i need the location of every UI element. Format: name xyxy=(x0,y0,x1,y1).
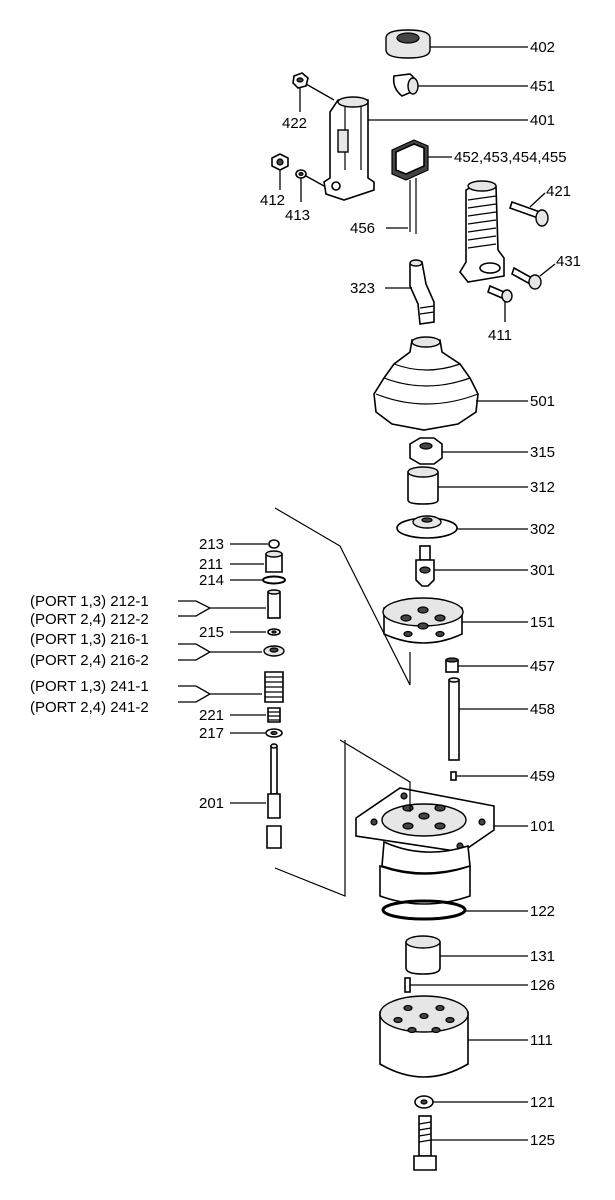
callout-201: 201 xyxy=(199,795,224,812)
callout-301: 301 xyxy=(530,562,555,579)
callout-459: 459 xyxy=(530,768,555,785)
callout-413: 413 xyxy=(285,207,310,224)
part-217 xyxy=(265,728,283,738)
callout-312: 312 xyxy=(530,479,555,496)
part-125-bolt xyxy=(413,1115,437,1171)
callout-213: 213 xyxy=(199,536,224,553)
callout-217: 217 xyxy=(199,725,224,742)
callout-456: 456 xyxy=(350,220,375,237)
part-457-bush xyxy=(445,657,459,673)
part-121-washer xyxy=(414,1095,434,1109)
callout-411: 411 xyxy=(488,327,512,344)
part-452-switch xyxy=(391,139,429,234)
part-111-body xyxy=(379,995,469,1078)
part-421-bolt xyxy=(508,200,549,227)
part-211 xyxy=(265,550,283,573)
part-214 xyxy=(262,575,286,585)
part-413-washer xyxy=(295,169,307,179)
callout-216-2: (PORT 2,4) 216-2 xyxy=(30,652,149,669)
part-411-bolt xyxy=(487,284,513,303)
callout-241-1: (PORT 1,3) 241-1 xyxy=(30,678,149,695)
callout-458: 458 xyxy=(530,701,555,718)
part-431-bolt xyxy=(511,266,542,290)
part-216 xyxy=(263,645,285,657)
callout-431: 431 xyxy=(556,253,581,270)
callout-111: 111 xyxy=(530,1032,553,1049)
callout-216-1: (PORT 1,3) 216-1 xyxy=(30,631,149,648)
leader-431 xyxy=(539,263,556,277)
part-101-casing xyxy=(355,787,495,905)
part-312-sleeve xyxy=(407,466,439,505)
part-302-disc-plate xyxy=(396,515,458,539)
callout-412: 412 xyxy=(260,192,285,209)
callout-212-1: (PORT 1,3) 212-1 xyxy=(30,593,149,610)
callout-452-455: 452,453,454,455 xyxy=(454,149,567,166)
callout-241-2: (PORT 2,4) 241-2 xyxy=(30,699,149,716)
leader-241 xyxy=(178,685,262,703)
part-422-nut xyxy=(292,72,309,89)
callout-315: 315 xyxy=(530,444,555,461)
callout-215: 215 xyxy=(199,624,224,641)
callout-122: 122 xyxy=(530,903,555,920)
callout-101: 101 xyxy=(530,818,555,835)
part-401-grip-housing xyxy=(323,96,375,201)
callout-402: 402 xyxy=(530,39,555,56)
leader-216 xyxy=(178,643,262,661)
connector-lower xyxy=(274,739,411,897)
part-131-bush xyxy=(405,935,441,975)
part-301-joint xyxy=(415,545,435,587)
callout-457: 457 xyxy=(530,658,555,675)
part-126-pin xyxy=(404,977,411,993)
callout-121: 121 xyxy=(530,1094,555,1111)
callout-126: 126 xyxy=(530,977,555,994)
callout-151: 151 xyxy=(530,614,555,631)
callout-323: 323 xyxy=(350,280,375,297)
callout-125: 125 xyxy=(530,1132,555,1149)
callout-451: 451 xyxy=(530,78,555,95)
part-458-rod xyxy=(448,677,460,761)
leader-421 xyxy=(529,192,546,208)
part-501-boot xyxy=(373,336,479,431)
part-451-plug xyxy=(392,73,419,97)
part-402-cap xyxy=(385,29,431,59)
callout-302: 302 xyxy=(530,521,555,538)
part-421-grip xyxy=(459,180,505,283)
part-241-spring xyxy=(264,671,284,703)
callout-131: 131 xyxy=(530,948,555,965)
part-201-spool xyxy=(266,743,282,849)
part-213 xyxy=(268,539,280,549)
callout-421: 421 xyxy=(546,183,571,200)
callout-221: 221 xyxy=(199,707,224,724)
part-459-pin xyxy=(450,771,457,781)
part-323-lever xyxy=(409,259,435,325)
part-221-spring xyxy=(267,707,281,723)
callout-211: 211 xyxy=(199,556,223,573)
part-122-o-ring xyxy=(381,899,467,921)
callout-401: 401 xyxy=(530,112,555,129)
callout-212-2: (PORT 2,4) 212-2 xyxy=(30,611,149,628)
callout-501: 501 xyxy=(530,393,555,410)
part-412-nut xyxy=(271,153,289,171)
callout-214: 214 xyxy=(199,572,224,589)
part-151-plate xyxy=(382,597,464,644)
leader-212 xyxy=(178,600,266,617)
callout-422: 422 xyxy=(282,115,307,132)
part-215 xyxy=(267,628,281,636)
connector-upper xyxy=(274,507,411,686)
part-212 xyxy=(267,589,281,619)
part-315-nut xyxy=(409,437,443,465)
